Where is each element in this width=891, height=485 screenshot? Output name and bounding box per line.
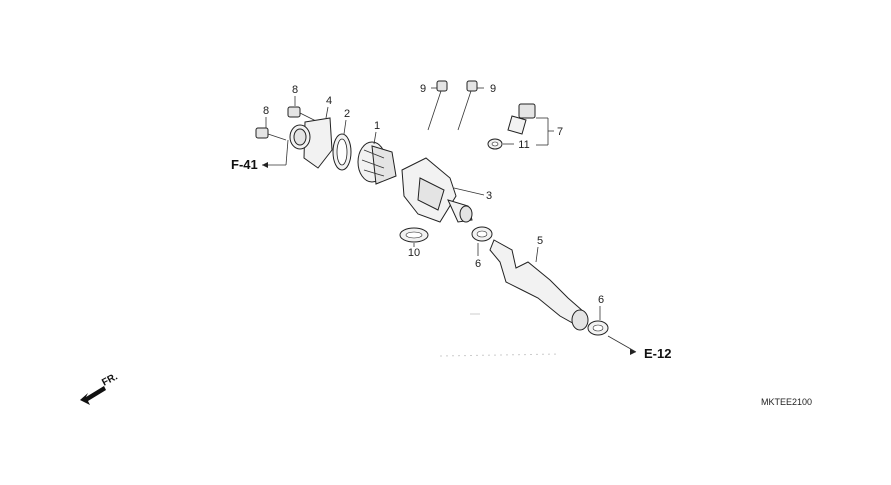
ref-arrow-f41: [262, 162, 268, 168]
callout-1: 1: [374, 120, 380, 132]
callout-9-right: 9: [490, 83, 496, 95]
ghost-outline: [439, 313, 561, 357]
thermostat-cover-4: [289, 117, 333, 169]
thermostat-housing-3: [401, 157, 473, 223]
callout-7: 7: [557, 126, 563, 138]
ref-label-f41: F-41: [231, 157, 258, 172]
bolt-8-upper: [287, 106, 319, 123]
callout-5: 5: [537, 235, 543, 247]
diagram-code: MKTEE2100: [761, 397, 812, 407]
callout-8-upper: 8: [292, 84, 298, 96]
callout-9-left: 9: [420, 83, 426, 95]
front-direction-label: FR.: [100, 371, 120, 388]
bolt-8-lower: [255, 127, 287, 141]
callout-8-lower: 8: [263, 105, 269, 117]
hose-clamp-6-upper: [471, 226, 493, 242]
o-ring-2: [332, 133, 352, 171]
o-ring-11: [487, 138, 503, 150]
hose-clamp-6-lower: [587, 320, 609, 336]
temperature-sensor-7: [507, 103, 536, 135]
gasket-10: [399, 227, 429, 243]
bolt-9-left: [427, 80, 448, 131]
callout-10: 10: [408, 247, 420, 259]
front-direction-arrow-icon: [80, 386, 106, 405]
callout-4: 4: [326, 95, 332, 107]
ref-label-e12: E-12: [644, 346, 671, 361]
ref-arrow-e12: [630, 349, 636, 355]
bolt-9-right: [457, 80, 478, 131]
callout-6-lower: 6: [598, 294, 604, 306]
callout-3: 3: [486, 190, 492, 202]
water-hose-5: [489, 239, 589, 331]
thermostat-1: [357, 141, 397, 185]
callout-6-upper: 6: [475, 258, 481, 270]
callout-2: 2: [344, 108, 350, 120]
callout-11: 11: [518, 139, 529, 151]
